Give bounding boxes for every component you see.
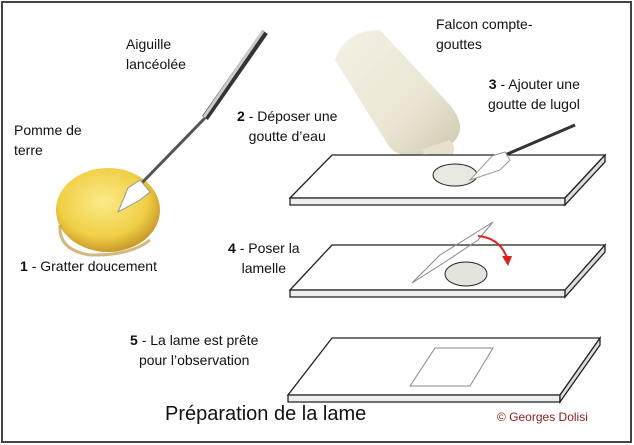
step-number: 1 [20, 258, 28, 274]
water-drop [432, 163, 478, 187]
slide-2 [288, 221, 607, 299]
step-text: - Ajouter une [500, 76, 580, 92]
lancet-needle-icon [116, 29, 268, 214]
step-4: 4 - Poser la lamelle [228, 238, 300, 278]
step-text: lamelle [241, 260, 286, 276]
label-line: Falcon compte- [436, 16, 533, 32]
step-number: 3 [488, 76, 497, 92]
coverslip [411, 221, 494, 284]
label-line: Pomme de [14, 122, 82, 138]
needle-label: Aiguille lancéolée [126, 34, 186, 74]
step-text: goutte de lugol [488, 96, 580, 112]
diagram-title: Préparation de la lame [165, 403, 367, 425]
step-number: 4 [228, 240, 236, 256]
label-line: terre [14, 142, 43, 158]
step-2: 2 - Déposer une goutte d’eau [237, 106, 337, 146]
rotate-arrow-icon [477, 235, 508, 259]
label-line: lancéolée [126, 56, 186, 72]
potato-label: Pomme de terre [14, 120, 82, 160]
step-text: pour l’observation [138, 352, 250, 368]
step-text: - La lame est prête [141, 332, 259, 348]
step-text: - Poser la [239, 240, 300, 256]
step-3: 3 - Ajouter une goutte de lugol [488, 74, 580, 114]
lancet-tip-icon [468, 151, 511, 182]
step-text: - Gratter doucement [31, 258, 157, 274]
step-5: 5 - La lame est prête pour l’observation [130, 330, 258, 370]
slide-1 [288, 123, 607, 207]
copyright: © Georges Dolisi [497, 410, 588, 424]
dropper-label: Falcon compte-gouttes [436, 14, 532, 54]
step-text: goutte d’eau [248, 128, 326, 144]
step-1: 1 - Gratter doucement [20, 256, 157, 276]
label-line: Aiguille [126, 36, 172, 52]
label-line: gouttes [436, 36, 482, 52]
slide-3 [286, 335, 602, 405]
step-number: 2 [237, 108, 245, 124]
step-text: - Déposer une [248, 108, 338, 124]
step-number: 5 [130, 332, 138, 348]
water-drop [444, 261, 488, 287]
coverslip [409, 347, 494, 387]
